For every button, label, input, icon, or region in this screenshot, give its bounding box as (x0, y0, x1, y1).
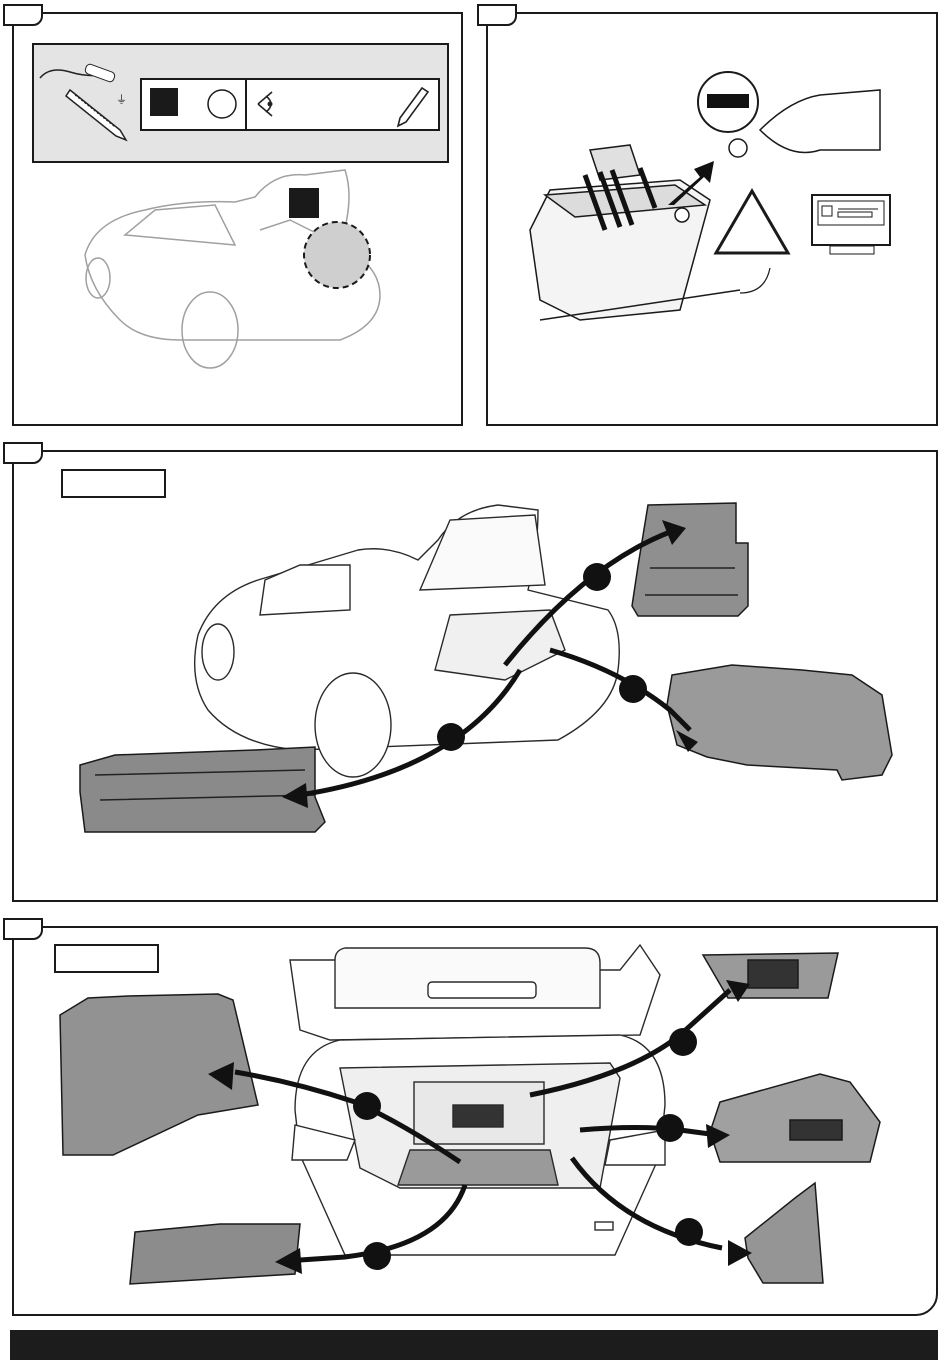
side-trim-panel-part (710, 1074, 880, 1162)
callout-marker (675, 1218, 703, 1246)
callout-marker (363, 1242, 391, 1270)
floor-board-part (130, 1224, 300, 1284)
corner-trim-part (745, 1183, 823, 1283)
callout-marker (656, 1114, 684, 1142)
callout-marker (669, 1028, 697, 1056)
footer-bar (10, 1330, 938, 1360)
callout-marker (353, 1092, 381, 1120)
